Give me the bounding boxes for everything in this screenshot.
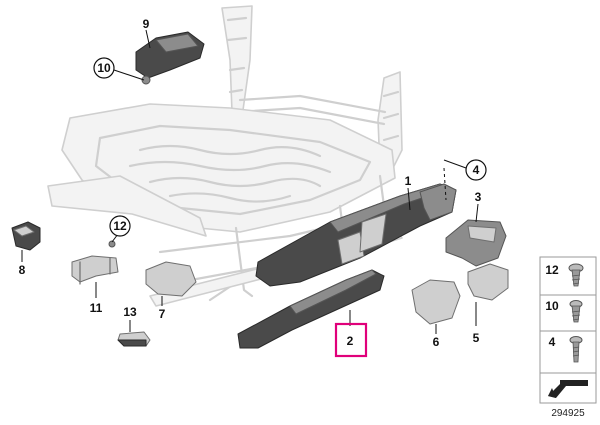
callout-12-circle: [109, 215, 131, 237]
seat-springs: [128, 144, 332, 203]
callout-9: 9: [143, 17, 150, 31]
callout-8: 8: [19, 263, 26, 277]
callout-11: 11: [90, 301, 103, 315]
callout-3: 3: [475, 190, 482, 204]
part-12-screw: [108, 240, 116, 248]
callout-13: 13: [123, 305, 137, 319]
part-5-cover: [467, 263, 509, 301]
callout-4-circle: [465, 159, 487, 181]
part-11-bracket-leg: [79, 257, 111, 285]
diagram-number: 294925: [551, 408, 585, 419]
leader-3: [475, 203, 479, 223]
part-9-bracket-face: [155, 33, 199, 53]
legend-label-10: 10: [545, 299, 559, 313]
callout-5: 5: [473, 331, 480, 345]
seat-front-rail: [47, 175, 207, 237]
part-1-rear-end: [419, 183, 457, 221]
direction-arrow-icon: [548, 380, 588, 398]
screw-icon: [569, 300, 583, 323]
legend-box: [539, 256, 597, 374]
leader-1: [407, 187, 411, 211]
legend-label-4: 4: [549, 335, 556, 349]
callout-2: 2: [347, 334, 354, 348]
leader-10: [113, 69, 145, 81]
fastener-legend: 12 10 4: [539, 256, 597, 404]
leader-9: [145, 29, 151, 49]
legend-arrow-box: [539, 372, 597, 404]
part-1-switch-knob: [359, 213, 387, 253]
leader-4b: [443, 159, 467, 169]
callout-labels: 1 2 3 4 5 6 7 8 9 10 11 12 13: [19, 17, 487, 358]
callout-12: 12: [113, 219, 127, 233]
part-1-side-trim: [255, 183, 457, 287]
callout-1: 1: [405, 174, 412, 188]
leader-lines: [21, 29, 479, 334]
callout-10-circle: [93, 57, 115, 79]
part-2-lower-trim: [237, 269, 385, 349]
screw-icon: [568, 263, 584, 287]
part-1-switch-cutout: [337, 231, 365, 265]
part-11-bracket: [71, 255, 119, 283]
backrest-left-detail: [226, 16, 248, 94]
backrest-left-post: [221, 5, 253, 113]
legend-label-12: 12: [545, 263, 559, 277]
part-2-top-face: [289, 269, 377, 315]
part-3-highlight: [467, 225, 497, 243]
part-7-button: [145, 261, 197, 297]
part-13-clip-shadow: [117, 339, 147, 347]
part-10-screw: [141, 75, 151, 85]
leader-4: [443, 167, 447, 201]
callout-2-highlight-box: [334, 322, 368, 358]
callout-4: 4: [473, 163, 480, 177]
callout-7: 7: [159, 307, 166, 321]
part-6-cap: [411, 279, 461, 325]
backrest-right-detail: [382, 90, 400, 142]
part-8-clip-face: [13, 225, 35, 237]
screw-icon: [569, 336, 583, 363]
callout-6: 6: [433, 335, 440, 349]
callout-10: 10: [97, 61, 111, 75]
